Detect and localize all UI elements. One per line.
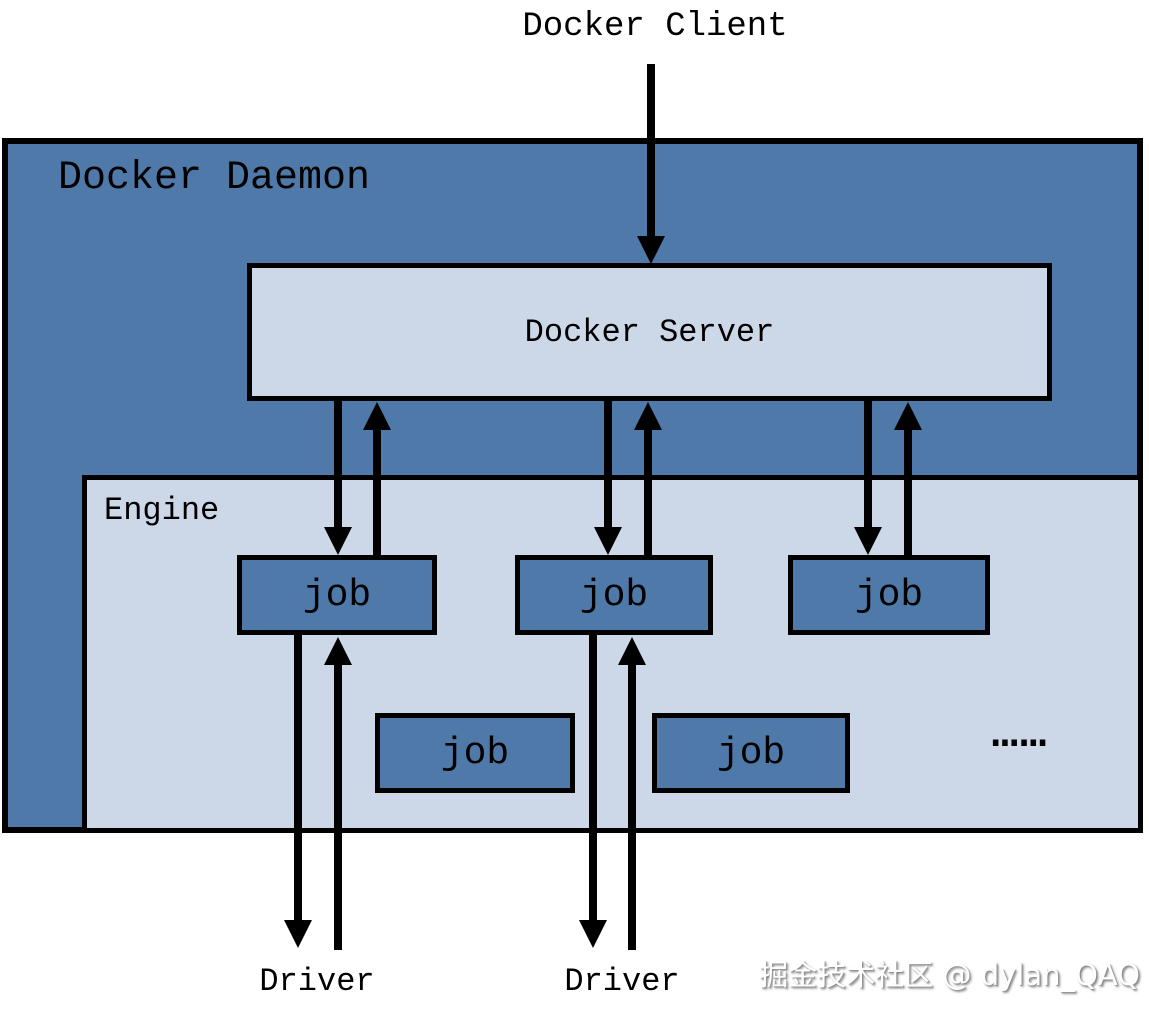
driver-label-2: Driver xyxy=(564,963,680,1000)
job-label: job xyxy=(579,573,649,617)
job-box-2: job xyxy=(515,555,713,635)
job-label: job xyxy=(440,731,510,775)
job-box-5: job xyxy=(652,713,850,793)
watermark: 掘金技术社区 @ dylan_QAQ xyxy=(759,958,1140,992)
job-label: job xyxy=(716,731,786,775)
ellipsis-dots: …… xyxy=(991,710,1049,760)
job-box-4: job xyxy=(375,713,575,793)
job-box-3: job xyxy=(788,555,990,635)
job-box-1: job xyxy=(237,555,437,635)
engine-label: Engine xyxy=(104,492,220,529)
job-label: job xyxy=(302,573,372,617)
docker-daemon-label: Docker Daemon xyxy=(58,156,371,201)
docker-server-label: Docker Server xyxy=(524,313,775,351)
driver-label-1: Driver xyxy=(259,963,375,1000)
docker-client-label: Docker Client xyxy=(522,8,788,46)
job-label: job xyxy=(854,573,924,617)
docker-server-box: Docker Server xyxy=(247,263,1052,401)
